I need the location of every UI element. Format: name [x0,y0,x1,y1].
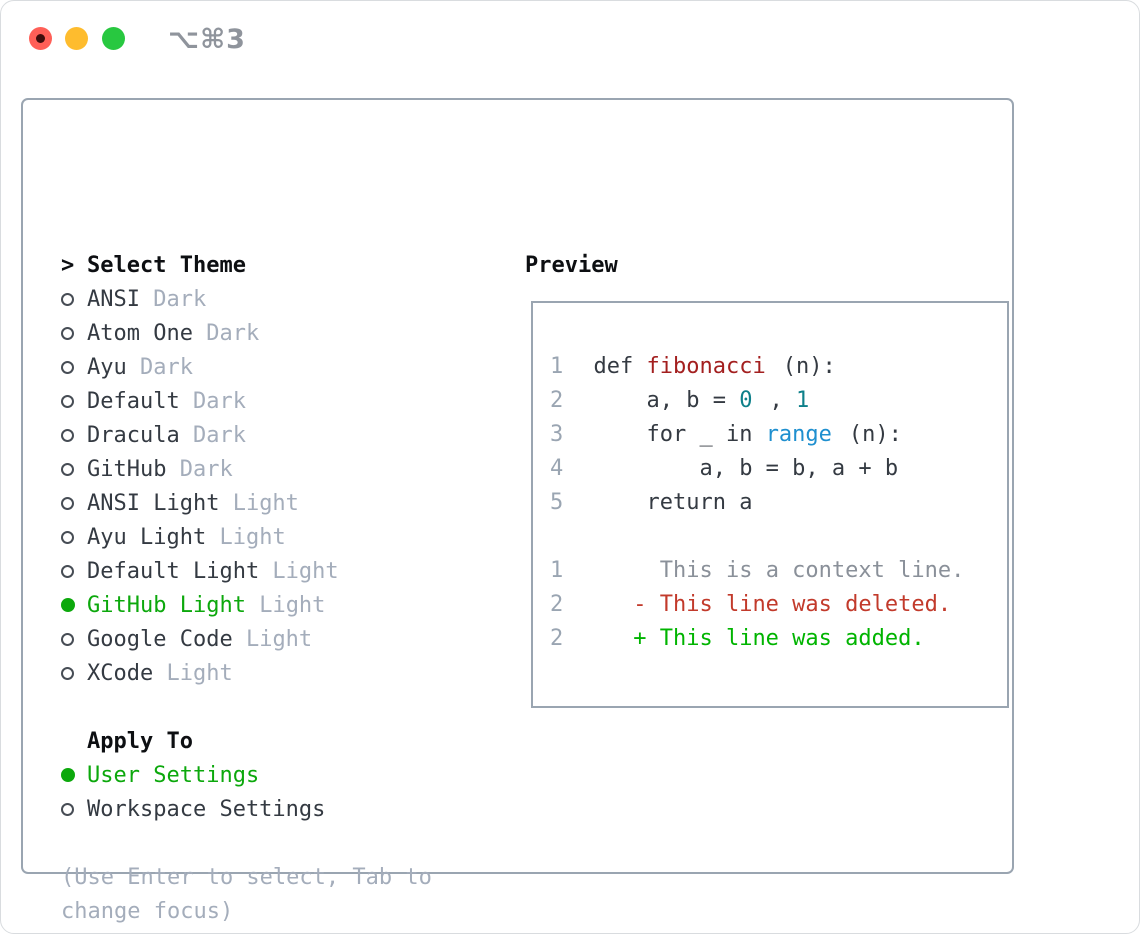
option-label: ANSI Light [87,490,220,516]
radio-unselected-icon [61,632,74,646]
preview-title: Preview [525,252,618,278]
theme-option[interactable]: Ayu Light Light [61,520,432,554]
select-theme-title: Select Theme [87,252,246,278]
option-label: Ayu Light [87,524,207,550]
theme-variant-label: Light [259,558,339,584]
theme-variant-label: Light [153,660,233,686]
theme-option[interactable]: ANSI Light Light [61,486,432,520]
preview-pane: 1 def fibonacci(n): 2 a, b = 0, 1 3 for _ … [531,301,1009,708]
window-title: ⌥⌘3 [168,24,246,55]
theme-variant-label: Light [232,626,313,652]
spacer-row [61,690,432,724]
spacer-row [61,826,432,860]
option-label: Default Light [87,558,260,584]
theme-option[interactable]: Default Dark [61,384,432,418]
option-label: Ayu [87,354,127,380]
theme-option[interactable]: Default Light Light [61,554,432,588]
apply-to-header: Apply To [61,724,432,758]
option-label: Default [87,388,180,414]
option-label: Atom One [87,320,193,346]
theme-variant-label: Light [206,524,286,550]
theme-option[interactable]: GitHub Light Light [61,588,432,622]
theme-variant-label: Dark [126,354,193,380]
selection-caret-icon: > [61,252,75,278]
option-label: Dracula [87,422,180,448]
hint-line-2: change focus) [61,898,234,924]
theme-option[interactable]: Dracula Dark [61,418,432,452]
theme-variant-label: Dark [179,388,246,414]
radio-unselected-icon [61,496,74,510]
option-label: GitHub [87,456,167,482]
option-label: Workspace Settings [87,796,326,822]
minimize-button[interactable] [65,27,88,50]
code-line: 5 return a [550,490,753,515]
radio-selected-icon [61,768,75,782]
select-theme-header: > Select Theme [61,248,432,282]
apply-to-option[interactable]: User Settings [61,758,432,792]
apply-to-option[interactable]: Workspace Settings [61,792,432,826]
theme-variant-label: Dark [139,286,207,312]
radio-unselected-icon [61,292,74,306]
radio-unselected-icon [61,462,74,476]
radio-unselected-icon [61,564,74,578]
theme-variant-label: Dark [192,320,260,346]
code-line: 4 a, b = b, a + b [550,456,899,481]
radio-unselected-icon [61,666,74,680]
code-line: 2 + This line was added. [550,626,925,651]
theme-option[interactable]: Atom One Dark [61,316,432,350]
apply-to-title: Apply To [87,728,193,754]
code-line: 3 for _ in range(n): [550,422,902,447]
radio-unselected-icon [61,530,74,544]
radio-unselected-icon [61,802,74,816]
option-label: GitHub Light [87,592,246,618]
radio-selected-icon [61,598,75,612]
code-line: 1 def fibonacci(n): [550,354,836,379]
titlebar: ⌥⌘3 [1,1,1139,71]
zoom-button[interactable] [102,27,125,50]
radio-unselected-icon [61,394,74,408]
radio-unselected-icon [61,428,74,442]
theme-option[interactable]: GitHub Dark [61,452,432,486]
code-line: 1 This is a context line. [550,558,965,583]
option-label: ANSI [87,286,140,312]
theme-option[interactable]: XCode Light [61,656,432,690]
theme-option[interactable]: Ayu Dark [61,350,432,384]
theme-variant-label: Dark [166,456,233,482]
theme-variant-label: Light [219,490,299,516]
code-preview: 1 def fibonacci(n): 2 a, b = 0, 1 3 for _ … [533,303,1007,656]
code-line: 2 - This line was deleted. [550,592,952,617]
radio-unselected-icon [61,360,74,374]
theme-option[interactable]: Google Code Light [61,622,432,656]
code-line: 2 a, b = 0, 1 [550,388,810,413]
radio-unselected-icon [61,326,74,340]
theme-variant-label: Light [245,592,326,618]
theme-option[interactable]: ANSI Dark [61,282,432,316]
option-label: XCode [87,660,154,686]
option-label: User Settings [87,762,260,788]
hint-line-1: (Use Enter to select, Tab to [61,864,432,890]
theme-variant-label: Dark [179,422,246,448]
close-button[interactable] [29,27,52,50]
option-label: Google Code [87,626,233,652]
